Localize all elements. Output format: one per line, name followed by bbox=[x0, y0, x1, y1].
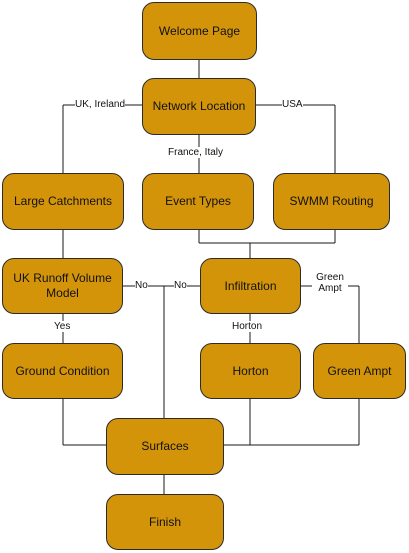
node-large-catchments[interactable]: Large Catchments bbox=[2, 173, 124, 230]
edge-label-green-ampt: Green Ampt bbox=[312, 272, 348, 294]
node-uk-runoff-volume-model[interactable]: UK Runoff Volume Model bbox=[2, 258, 123, 314]
node-infiltration[interactable]: Infiltration bbox=[200, 258, 301, 314]
node-surfaces[interactable]: Surfaces bbox=[106, 418, 224, 475]
edge-label-horton: Horton bbox=[232, 321, 263, 332]
node-network-location[interactable]: Network Location bbox=[142, 78, 256, 135]
node-swmm-routing[interactable]: SWMM Routing bbox=[273, 173, 390, 230]
node-horton[interactable]: Horton bbox=[200, 343, 301, 399]
node-green-ampt[interactable]: Green Ampt bbox=[313, 343, 406, 399]
edge-label-usa: USA bbox=[282, 99, 303, 110]
edge-label-infiltration-no: No bbox=[174, 280, 187, 291]
node-finish[interactable]: Finish bbox=[106, 494, 224, 550]
node-ground-condition[interactable]: Ground Condition bbox=[2, 343, 123, 399]
node-welcome-page[interactable]: Welcome Page bbox=[142, 2, 257, 60]
edge-label-yes: Yes bbox=[54, 321, 71, 332]
edge-label-france-italy: France, Italy bbox=[168, 147, 224, 158]
node-event-types[interactable]: Event Types bbox=[142, 173, 254, 230]
edge-label-uk-ireland: UK, Ireland bbox=[75, 99, 126, 110]
edge-label-uk-no: No bbox=[135, 280, 148, 291]
